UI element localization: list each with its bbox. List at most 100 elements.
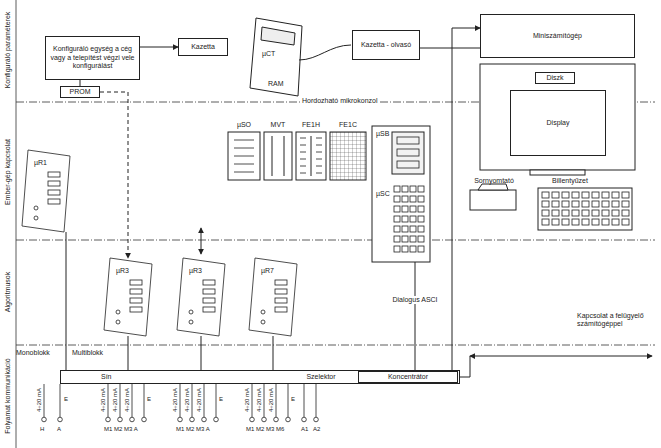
signal-wire bbox=[60, 384, 61, 417]
signal-wire bbox=[276, 384, 277, 417]
panel-slot bbox=[316, 152, 322, 153]
band-label: 4÷20 mA bbox=[256, 388, 263, 412]
connector bbox=[273, 336, 274, 370]
node-text: Kazetta - olvasó bbox=[361, 41, 411, 49]
console-key bbox=[418, 226, 424, 232]
keyboard-key bbox=[552, 201, 559, 207]
card-screw bbox=[189, 310, 193, 314]
panel-slot bbox=[234, 172, 254, 173]
terminal bbox=[42, 417, 47, 422]
keyboard-key bbox=[592, 210, 599, 216]
panel-slot bbox=[234, 148, 254, 149]
keyboard-body bbox=[538, 188, 632, 230]
band-label: Folyamat kommunikáció bbox=[4, 358, 12, 433]
keyboard-key bbox=[562, 210, 569, 216]
console-key bbox=[394, 196, 400, 202]
console-key bbox=[394, 186, 400, 192]
node-text: PROM bbox=[70, 88, 91, 96]
band-label: 4÷20 mA bbox=[100, 388, 107, 412]
keyboard-key bbox=[572, 192, 579, 198]
panel-fe1c bbox=[330, 132, 366, 180]
signal-wire bbox=[44, 384, 45, 417]
console-key bbox=[402, 186, 408, 192]
panel-slot bbox=[300, 173, 306, 174]
operator-console: µSBµSC bbox=[372, 126, 430, 262]
node-text: µCT bbox=[262, 50, 275, 57]
keyboard-key bbox=[592, 219, 599, 225]
circuit-card: µR1 bbox=[22, 150, 70, 232]
card-screw bbox=[116, 320, 120, 324]
signal-wire bbox=[264, 384, 265, 417]
card-screw bbox=[34, 206, 38, 210]
band-label: 4÷20 mA bbox=[268, 388, 275, 412]
keyboard-key bbox=[622, 201, 629, 207]
node-text: FE1H bbox=[302, 121, 320, 129]
signal-wire bbox=[288, 384, 289, 417]
node-text: Konfiguráló egység a cég vagy a telepíté… bbox=[48, 45, 137, 70]
band-label: 4÷20 mA bbox=[36, 388, 43, 412]
console-key bbox=[402, 246, 408, 252]
console-key bbox=[394, 236, 400, 242]
text-label: Kapcsolat a felügyelő számítógéppel bbox=[575, 312, 655, 328]
disk: Diszk bbox=[535, 72, 575, 84]
link-arrow bbox=[470, 356, 652, 357]
console-key bbox=[402, 196, 408, 202]
terminal-stand bbox=[530, 170, 585, 175]
card-screw bbox=[34, 216, 38, 220]
card-component bbox=[203, 307, 215, 312]
handheld-console: µCTRAM bbox=[248, 16, 304, 96]
terminal bbox=[118, 417, 123, 422]
node-text: Diszk bbox=[546, 74, 563, 82]
config-unit: Konfiguráló egység a cég vagy a telepíté… bbox=[45, 36, 140, 80]
text-label: H bbox=[40, 426, 44, 433]
text-label: Monoblokk bbox=[16, 349, 50, 357]
node-text: Billentyűzet bbox=[552, 177, 588, 185]
card-outline bbox=[249, 258, 297, 336]
text-label: A bbox=[57, 426, 61, 433]
card-component bbox=[275, 280, 287, 285]
card-component bbox=[48, 172, 60, 177]
keyboard-key bbox=[542, 210, 549, 216]
concentrator: Koncentrátor bbox=[358, 371, 458, 383]
console-key bbox=[418, 186, 424, 192]
panel: µSO bbox=[228, 120, 260, 182]
signal-wire bbox=[144, 384, 145, 417]
terminal-housing bbox=[480, 64, 635, 170]
panel-slot bbox=[300, 138, 306, 139]
band-label: 4÷20 mA bbox=[244, 388, 251, 412]
terminal bbox=[314, 417, 319, 422]
circuit-card: µR7 bbox=[249, 258, 297, 336]
panel-slot bbox=[234, 156, 254, 157]
console-key bbox=[394, 246, 400, 252]
card-screw bbox=[261, 320, 265, 324]
console-key bbox=[410, 206, 416, 212]
keyboard-key bbox=[622, 219, 629, 225]
card-component bbox=[48, 199, 60, 204]
card-component bbox=[275, 289, 287, 294]
card-component bbox=[203, 289, 215, 294]
printer-paper bbox=[478, 184, 508, 190]
connector bbox=[66, 232, 67, 370]
console-panel bbox=[392, 132, 424, 174]
signal-wire bbox=[216, 384, 217, 417]
panel-mvt bbox=[264, 132, 292, 180]
keyboard-key bbox=[542, 192, 549, 198]
panel-slot bbox=[316, 173, 322, 174]
signal-wire bbox=[108, 384, 109, 417]
panel-slot bbox=[300, 145, 306, 146]
band-label: 4÷20 mA bbox=[112, 388, 119, 412]
handheld-screen bbox=[261, 27, 295, 45]
keyboard-key bbox=[612, 219, 619, 225]
console-key bbox=[418, 196, 424, 202]
node-text: µSC bbox=[376, 190, 390, 197]
keyboard-key bbox=[542, 201, 549, 207]
keyboard-key bbox=[592, 192, 599, 198]
cassette: Kazetta bbox=[178, 38, 228, 56]
text-label: E bbox=[64, 396, 68, 403]
minicomputer: Miniszámítógép bbox=[480, 14, 635, 58]
card-component bbox=[130, 289, 142, 294]
console-key bbox=[402, 206, 408, 212]
text-label: M1 M2 M3 M6 bbox=[246, 426, 284, 433]
generated-strokes bbox=[22, 137, 629, 422]
